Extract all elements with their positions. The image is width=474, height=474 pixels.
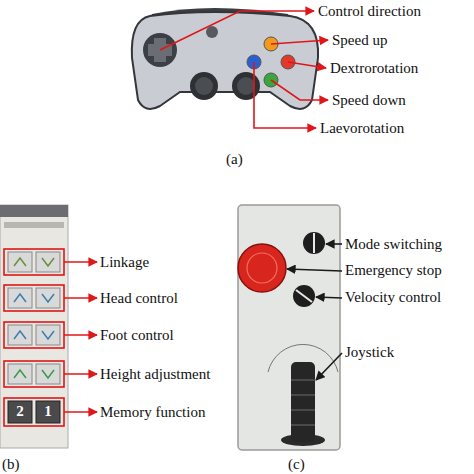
joystick-groove <box>291 379 315 381</box>
callout-label: Speed up <box>332 31 387 49</box>
joystick-groove <box>291 409 315 411</box>
leader-lines-c <box>287 244 342 380</box>
pendant-header <box>0 205 68 217</box>
button-row <box>4 249 64 275</box>
velocity-knob <box>293 285 315 307</box>
callout-label: Laevorotation <box>320 119 404 137</box>
memory-button <box>8 401 32 423</box>
pendant-button <box>36 364 60 384</box>
panel-label: (a) <box>226 150 243 168</box>
gamepad-body <box>132 12 318 109</box>
leader-lines-b <box>64 262 97 412</box>
panel-label: (c) <box>288 455 305 473</box>
button-row <box>4 322 64 348</box>
joystick-groove <box>291 394 315 396</box>
button-icon <box>42 294 54 302</box>
leader-lines-a <box>160 11 328 128</box>
leader-line <box>326 243 342 245</box>
button-icon <box>42 331 54 339</box>
leader-line <box>64 334 97 336</box>
mode-switch-knob <box>303 232 325 254</box>
pendant-button <box>8 252 32 272</box>
button-icon <box>14 258 26 266</box>
panel-label: (b) <box>2 455 20 473</box>
control-box-body <box>238 205 340 450</box>
button-number: 2 <box>8 402 32 420</box>
analog-stick <box>190 72 218 100</box>
pendant-button <box>8 325 32 345</box>
joystick-stick <box>291 362 315 442</box>
leader-line <box>64 261 97 263</box>
button-icon <box>42 370 54 378</box>
highlight-box <box>4 285 64 311</box>
leader-line <box>64 373 97 375</box>
button-row <box>4 285 64 311</box>
analog-stick <box>232 72 260 100</box>
leader-line <box>271 40 328 44</box>
pendant-button <box>36 288 60 308</box>
callout-label: Control direction <box>318 2 421 20</box>
leader-line <box>64 411 97 413</box>
callout-label: Height adjustment <box>100 365 210 383</box>
callout-label: Joystick <box>345 343 394 361</box>
callout-label: Velocity control <box>345 288 441 306</box>
control-box <box>238 205 340 450</box>
button-icon <box>14 331 26 339</box>
highlight-box <box>4 322 64 348</box>
memory-button <box>36 401 60 423</box>
callout-label: Head control <box>100 289 178 307</box>
leader-line <box>271 80 328 100</box>
callout-label: Foot control <box>100 326 174 344</box>
callout-label: Memory function <box>100 403 205 421</box>
highlight-box <box>4 249 64 275</box>
analog-stick-top <box>195 77 213 95</box>
pendant-stripe <box>4 222 64 228</box>
emergency-stop-button <box>238 244 286 292</box>
pendant-button <box>8 288 32 308</box>
callout-label: Speed down <box>332 91 406 109</box>
pendant-button <box>36 325 60 345</box>
joystick-groove <box>291 424 315 426</box>
callout-label: Emergency stop <box>345 261 442 279</box>
logo <box>206 26 218 38</box>
leader-line <box>64 297 97 299</box>
button-row <box>4 398 64 426</box>
highlight-box <box>4 398 64 426</box>
callout-label: Mode switching <box>345 235 442 253</box>
button-icon <box>42 258 54 266</box>
highlight-box <box>4 361 64 387</box>
callout-label: Linkage <box>100 253 149 271</box>
button-row <box>4 361 64 387</box>
leader-line <box>288 62 326 68</box>
button-icon <box>14 370 26 378</box>
knob-pointer <box>313 233 315 253</box>
pendant-button <box>8 364 32 384</box>
leader-line <box>316 297 342 298</box>
knob-pointer <box>296 290 312 302</box>
leader-line <box>160 11 314 50</box>
pendant <box>0 205 68 448</box>
emergency-stop-ring <box>247 253 277 283</box>
pendant-body <box>0 205 68 448</box>
analog-stick-top <box>237 77 255 95</box>
button-icon <box>14 294 26 302</box>
pendant-button <box>36 252 60 272</box>
callout-label: Dextrorotation <box>330 59 418 77</box>
leader-line <box>316 353 342 380</box>
button-number: 1 <box>36 402 60 420</box>
leader-line <box>287 269 342 271</box>
leader-line <box>254 62 316 128</box>
